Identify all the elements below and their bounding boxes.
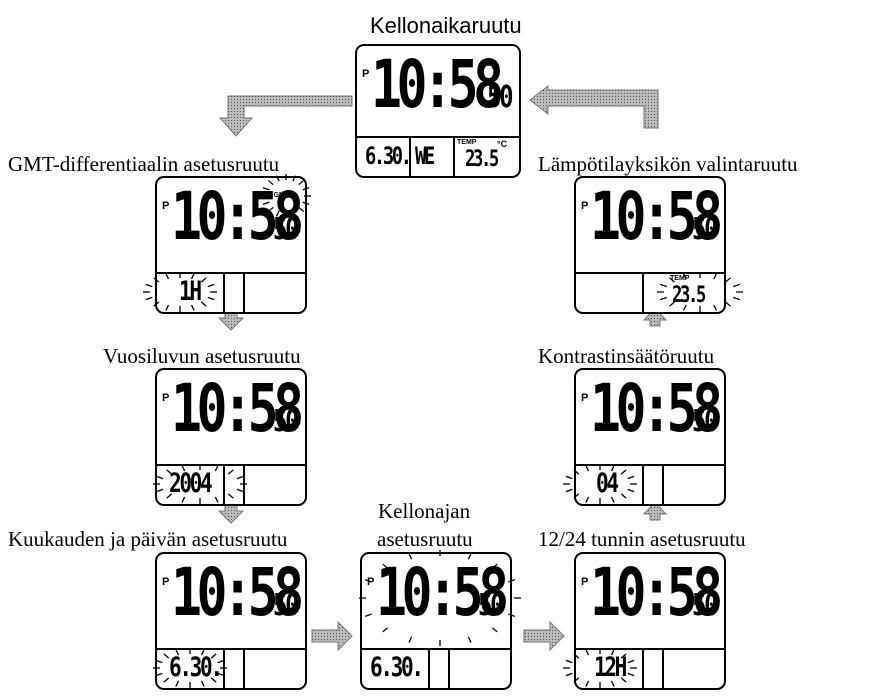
clock-screen-label-line2: asetusruutu — [377, 527, 473, 551]
h1224-screen-label: 12/24 tunnin asetusruutu — [538, 527, 746, 551]
temp-unit-screen-label: Lämpötilayksikön valintaruutu — [538, 152, 798, 176]
burst-h1224 — [563, 648, 637, 688]
arrow-main-to-gmt — [218, 95, 353, 137]
arrow-temp-to-main — [529, 84, 659, 129]
gmt-value: 1H — [179, 276, 202, 307]
arrow-h1224-to-contrast — [642, 501, 668, 521]
clock-date-value: 6.30. — [370, 652, 424, 683]
year-value: 2004 — [169, 468, 213, 499]
clock-screen-label-line1: Kellonajan — [378, 499, 471, 523]
lcd-monthday: P 10:58 50 6.30. — [155, 552, 307, 690]
burst-gmt-label — [261, 174, 311, 218]
contrast-value: 04 — [596, 468, 619, 499]
temp-label: TEMP — [457, 139, 477, 146]
year-screen-label: Vuosiluvun asetusruutu — [103, 344, 301, 368]
date-value: 6.30. — [365, 142, 412, 170]
arrow-monthday-to-clock — [311, 620, 353, 652]
burst-monthday — [153, 648, 227, 688]
lcd-bottom-row: 6.30. WE TEMP °C 23.5 — [357, 136, 519, 176]
lcd-main: P 10:58 50 6.30. WE TEMP °C 23.5 — [355, 44, 521, 178]
gmt-screen-label: GMT-differentiaalin asetusruutu — [8, 152, 280, 176]
time-digits: 10:58 — [371, 46, 504, 123]
contrast-screen-label: Kontrastinsäätöruutu — [538, 344, 715, 368]
burst-clock-time — [359, 550, 521, 646]
gmt-indicator: GMT — [273, 192, 289, 199]
arrow-clock-to-h1224 — [523, 620, 565, 652]
title-label: Kellonaikaruutu — [370, 13, 522, 38]
day-value: WE — [415, 142, 435, 170]
lcd-clock: P 10:58 50 6.30. — [360, 552, 512, 690]
burst-gmt-value — [143, 272, 217, 312]
temp-unit-value: 23.5 — [672, 283, 706, 308]
lcd-h1224: P 10:58 50 12H — [574, 552, 726, 690]
lcd-temp: P 10:58 50 TEMP 23.5 — [574, 176, 726, 314]
arrow-contrast-to-temp — [642, 307, 668, 327]
lcd-contrast: P 10:58 50 04 — [574, 368, 726, 506]
lcd-gmt: P 10:58 50 GMT 1H — [155, 176, 307, 314]
temp-value: 23.5 — [465, 147, 499, 172]
seconds-digits: 50 — [486, 80, 514, 115]
burst-contrast — [563, 464, 637, 504]
unit-label: °C — [497, 139, 508, 149]
lcd-year: P 10:58 50 2004 — [155, 368, 307, 506]
burst-temp — [657, 272, 743, 312]
pm-indicator: P — [362, 68, 370, 80]
monthday-value: 6.30. — [169, 652, 223, 683]
burst-year — [153, 464, 247, 504]
monthday-screen-label: Kuukauden ja päivän asetusruutu — [8, 527, 288, 551]
arrow-year-to-monthday — [217, 504, 245, 524]
